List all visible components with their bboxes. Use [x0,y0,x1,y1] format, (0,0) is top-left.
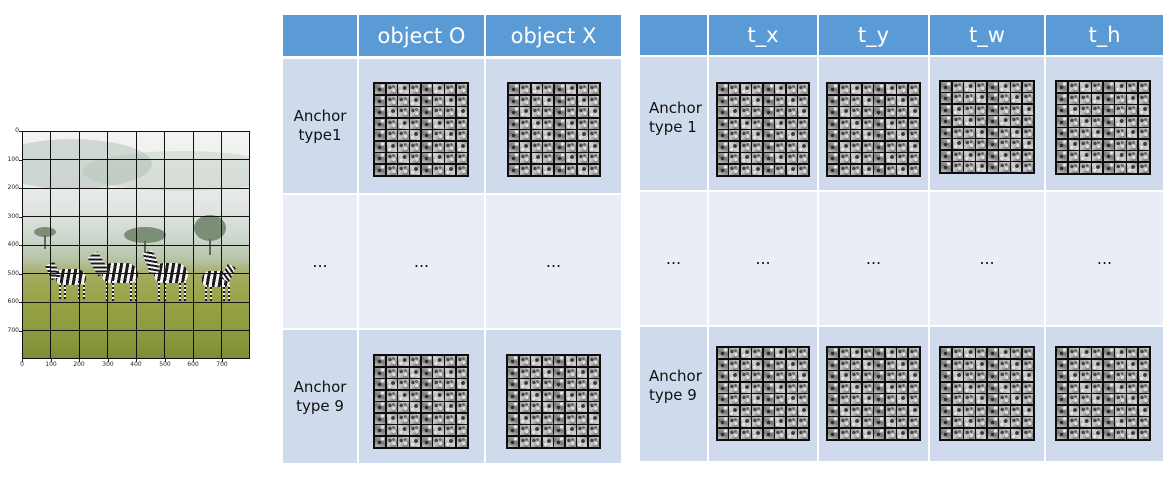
header-t-w: t_w [930,15,1044,55]
y-tick-label: 600 [7,298,19,305]
filter-grid-image [939,80,1035,174]
x-tick-label: 500 [159,361,171,368]
row-label-anchor-type1: Anchor type 1 [640,57,707,190]
x-tick-label: 400 [130,361,142,368]
row-label-anchor-type9: Anchor type 9 [283,330,357,463]
filter-grid-image [826,82,921,177]
filter-cell [819,327,928,461]
filter-cell [1046,327,1163,461]
x-tick-label: 100 [45,361,57,368]
ellipsis-cell: ... [1046,192,1163,325]
filter-cell [709,57,817,190]
y-tick-label: 200 [7,184,19,191]
ellipsis-cell: ... [486,195,621,328]
filter-grid-image [1055,346,1151,441]
filter-cell [359,59,484,193]
filter-cell [709,327,817,461]
row-label-anchor-type9: Anchor type 9 [640,327,707,461]
header-t-x: t_x [709,15,817,55]
filter-grid-image [826,346,921,441]
row-label-ellipsis: ... [640,192,707,325]
filter-grid-image [506,354,601,449]
header-object-o: object O [359,15,484,56]
y-tick-label: 0 [15,127,19,134]
x-tick-label: 600 [187,361,199,368]
filter-cell [359,330,484,463]
row-label-ellipsis: ... [283,195,357,328]
filter-grid-image [716,346,810,441]
filter-grid-image [373,354,469,449]
filter-cell [486,59,621,193]
x-tick-label: 200 [73,361,85,368]
x-tick-label: 0 [20,361,24,368]
y-tick-label: 100 [7,156,19,163]
filter-grid-image [507,82,601,177]
ellipsis-cell: ... [709,192,817,325]
x-tick-label: 300 [102,361,114,368]
filter-cell [1046,57,1163,190]
row-label-anchor-type1: Anchor type1 [283,59,357,193]
ellipsis-cell: ... [930,192,1044,325]
filter-cell [930,57,1044,190]
x-tick-label: 700 [216,361,228,368]
filter-cell [930,327,1044,461]
y-tick-label: 400 [7,241,19,248]
header-object-x: object X [486,15,621,56]
y-tick-label: 300 [7,213,19,220]
header-empty-cell [283,15,357,56]
zebra-photo [22,131,250,359]
y-tick-label: 500 [7,270,19,277]
y-tick-label: 700 [7,327,19,334]
filter-cell [486,330,621,463]
filter-grid-image [1055,80,1151,175]
ellipsis-cell: ... [819,192,928,325]
ellipsis-cell: ... [359,195,484,328]
filter-cell [819,57,928,190]
header-t-h: t_h [1046,15,1163,55]
filter-grid-image [373,82,469,177]
filter-grid-image [939,346,1035,441]
header-empty-cell [640,15,707,55]
filter-grid-image [716,82,810,177]
header-t-y: t_y [819,15,928,55]
